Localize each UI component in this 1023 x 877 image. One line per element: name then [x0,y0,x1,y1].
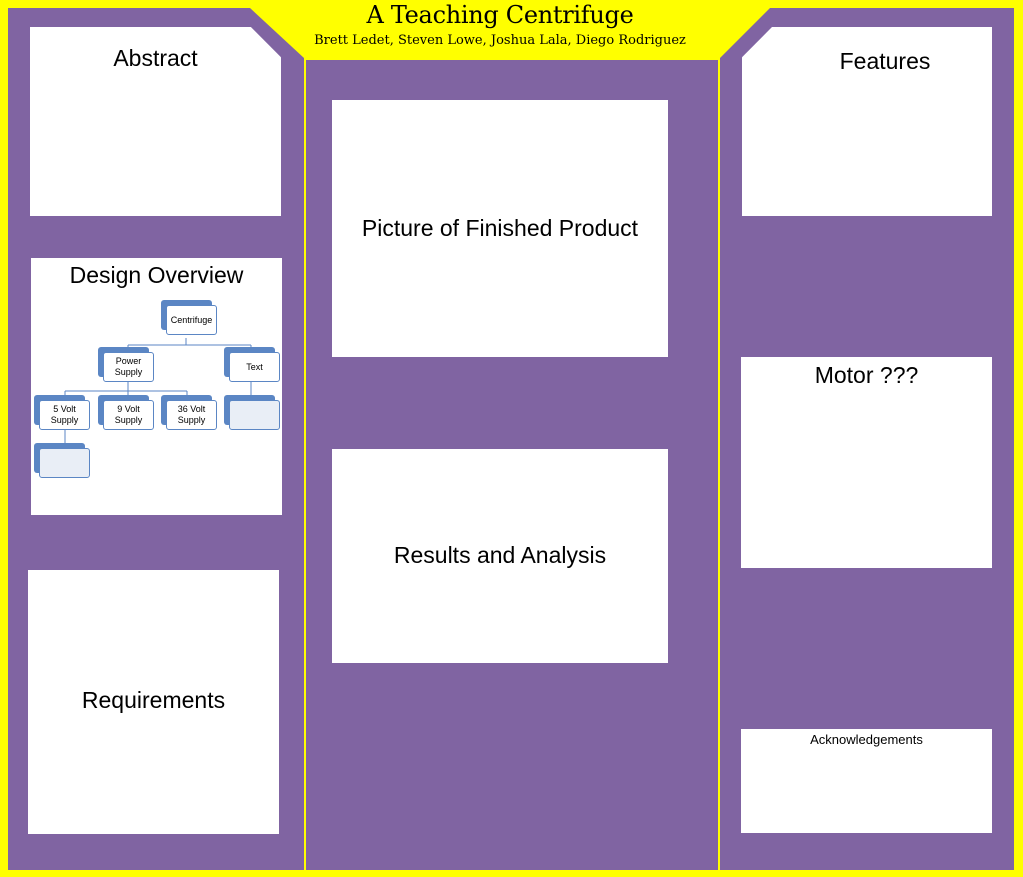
org-node-label: 5 Volt Supply [39,400,90,430]
results-heading: Results and Analysis [393,542,607,568]
design-overview-box: Design Overview Centrifuge Power Supply … [31,258,282,515]
poster-title: A Teaching Centrifuge [366,1,634,29]
org-chart-connectors [64,338,252,443]
picture-heading: Picture of Finished Product [361,215,639,241]
org-node-label: Centrifuge [166,305,217,335]
org-node-text: Text [224,347,280,382]
poster-header: A Teaching Centrifuge Brett Ledet, Steve… [250,0,750,52]
abstract-heading: Abstract [113,45,198,71]
org-node-power-supply: Power Supply [98,347,154,382]
abstract-box: Abstract [30,27,281,216]
org-node-label: 36 Volt Supply [166,400,217,430]
results-box: Results and Analysis [332,449,668,663]
org-node-9-volt: 9 Volt Supply [98,395,154,430]
picture-box: Picture of Finished Product [332,100,668,357]
motor-box: Motor ??? [741,357,992,568]
features-heading: Features [839,48,931,74]
org-node-centrifuge: Centrifuge [161,300,217,335]
acknowledgements-box: Acknowledgements [741,729,992,833]
org-node-label: 9 Volt Supply [103,400,154,430]
org-node-label: Power Supply [103,352,154,382]
requirements-heading: Requirements [81,687,226,713]
org-node-36-volt: 36 Volt Supply [161,395,217,430]
org-node-empty-bottom [34,443,90,478]
poster-authors: Brett Ledet, Steven Lowe, Joshua Lala, D… [314,33,686,48]
requirements-box: Requirements [28,570,279,834]
org-node-5-volt: 5 Volt Supply [34,395,90,430]
acknowledgements-heading: Acknowledgements [810,732,923,747]
org-node-empty-right [224,395,280,430]
motor-heading: Motor ??? [814,362,919,388]
features-box: Features [742,27,992,216]
org-node-label: Text [229,352,280,382]
design-overview-heading: Design Overview [69,262,244,288]
